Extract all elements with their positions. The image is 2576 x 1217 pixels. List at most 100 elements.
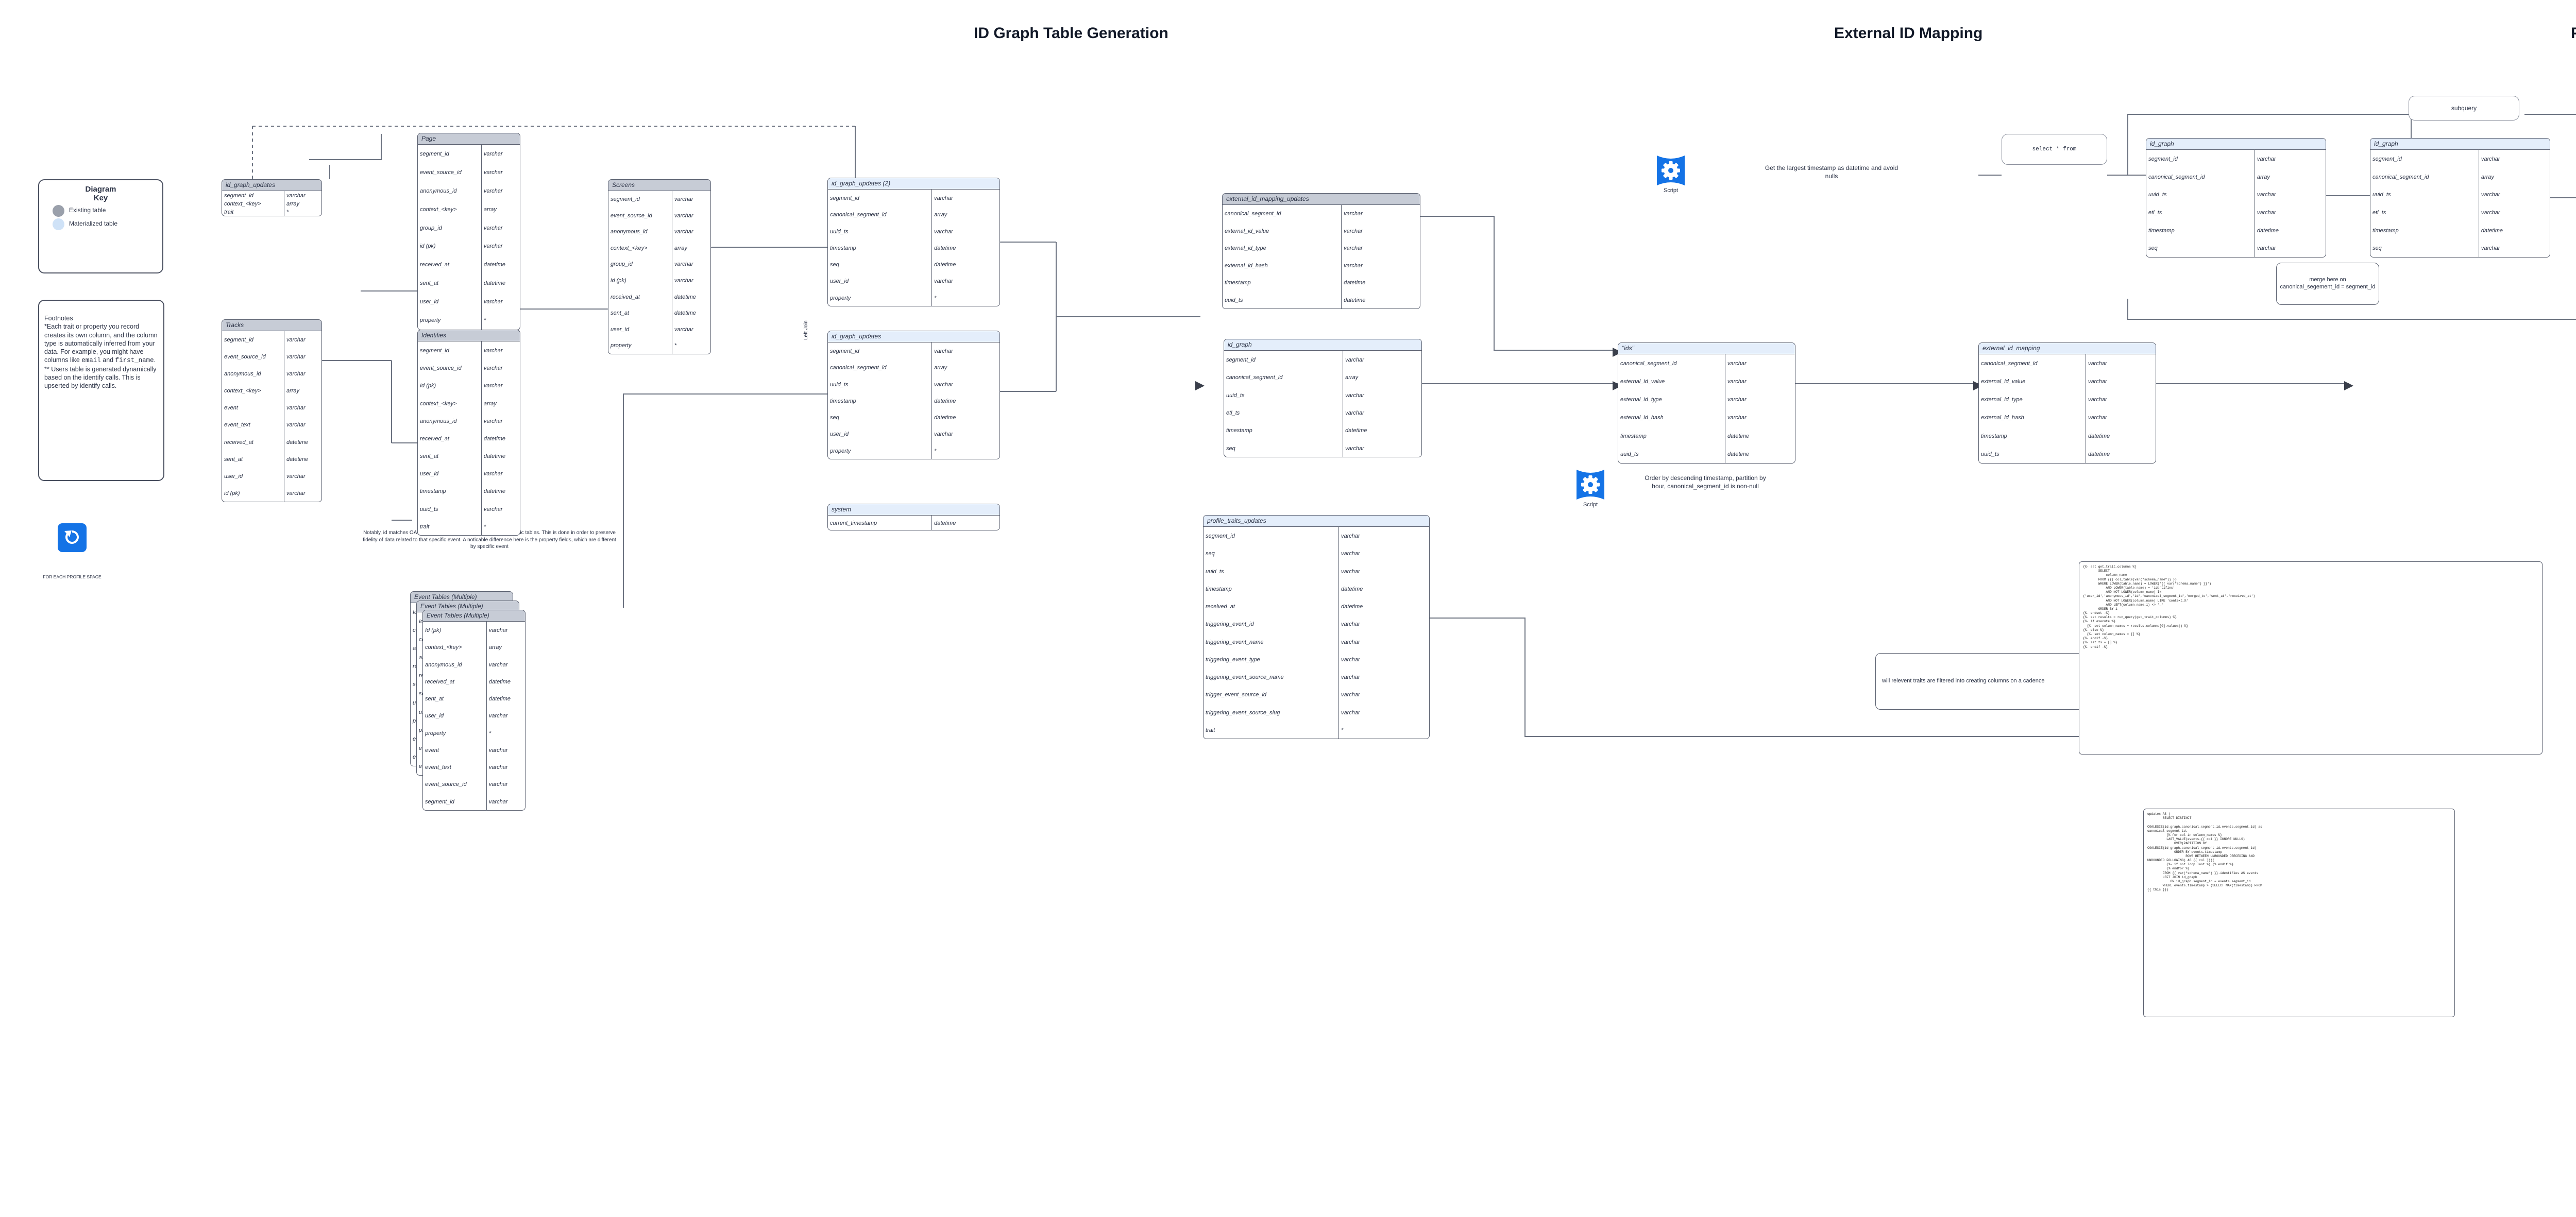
column-type: varchar bbox=[674, 277, 693, 284]
column-name: segment_id bbox=[2370, 150, 2479, 168]
column-name: event bbox=[423, 741, 487, 759]
profile-space-badge-label: FOR EACH PROFILE SPACE bbox=[43, 574, 101, 579]
column-type: datetime bbox=[2088, 433, 2110, 439]
column-name: segment_id bbox=[1224, 351, 1344, 369]
er-table-title: id_graph_updates bbox=[828, 331, 999, 342]
er-table-row: property* bbox=[418, 311, 520, 330]
column-name: sent_at bbox=[608, 305, 672, 321]
column-type: array bbox=[488, 644, 502, 651]
column-name: property bbox=[828, 289, 933, 306]
column-name: context_<key> bbox=[222, 199, 284, 208]
column-name: sent_at bbox=[222, 450, 284, 468]
column-name: uuid_ts bbox=[828, 375, 933, 392]
column-type: varchar bbox=[934, 381, 953, 388]
column-name: user_id bbox=[828, 272, 933, 289]
er-table-title: Identifies bbox=[418, 330, 520, 341]
footnotes-card: Footnotes *Each trait or property you re… bbox=[38, 300, 164, 481]
column-name: anonymous_id bbox=[423, 656, 487, 673]
refresh-cycle-icon bbox=[58, 523, 87, 552]
column-name: seq bbox=[2370, 239, 2479, 257]
column-name: event_source_id bbox=[418, 359, 482, 377]
er-table-title: external_id_mapping_updates bbox=[1223, 194, 1420, 205]
er-table-title: Screens bbox=[608, 180, 710, 191]
er-table-row: Id (pk)varchar bbox=[423, 622, 525, 639]
key-item-materialized-table: Materialized table bbox=[53, 218, 162, 230]
column-type: varchar bbox=[286, 193, 306, 199]
column-name: received_at bbox=[608, 288, 672, 305]
section-title-profile-traits: Profile Traits bbox=[2571, 25, 2576, 42]
column-name: sent_at bbox=[418, 274, 482, 293]
column-name: current_timestamp bbox=[828, 516, 933, 530]
script-note-2: Order by descending timestamp, partition… bbox=[1645, 474, 1766, 490]
column-name: canonical_segment_id bbox=[1223, 205, 1342, 222]
column-type: * bbox=[488, 730, 492, 736]
column-type: varchar bbox=[1341, 551, 1360, 557]
column-type: varchar bbox=[1341, 533, 1360, 539]
column-name: external_id_type bbox=[1618, 390, 1725, 409]
er-table-title: id_graph bbox=[2370, 139, 2550, 150]
er-table-row: id (pk)varchar bbox=[608, 272, 710, 289]
column-type: datetime bbox=[934, 415, 956, 421]
column-type: varchar bbox=[483, 383, 503, 389]
column-name: anonymous_id bbox=[608, 224, 672, 240]
column-name: external_id_hash bbox=[1618, 408, 1725, 427]
column-type: datetime bbox=[483, 280, 506, 287]
column-name: canonical_segment_id bbox=[1979, 354, 2086, 373]
column-name: segment_id bbox=[222, 191, 284, 199]
column-type: varchar bbox=[286, 422, 306, 428]
column-name: seq bbox=[828, 409, 933, 426]
er-table-title: Page bbox=[418, 133, 520, 145]
merge-here-note: merge here on canonical_segement_id = se… bbox=[2276, 263, 2379, 305]
code-block-updates-sql[interactable]: updates AS ( SELECT DISTINCT COALESCE(id… bbox=[2143, 809, 2455, 1017]
column-type: datetime bbox=[483, 453, 506, 460]
code-block-jinja-traits[interactable]: {%- set get_trait_columns %} SELECT colu… bbox=[2079, 561, 2543, 755]
column-name: event_source_id bbox=[418, 163, 482, 182]
column-type: varchar bbox=[483, 243, 503, 250]
column-type: varchar bbox=[483, 348, 503, 354]
er-table-title: Event Tables (Multiple) bbox=[417, 601, 519, 612]
column-type: datetime bbox=[934, 520, 956, 526]
column-name: Id (pk) bbox=[418, 376, 482, 395]
column-type: varchar bbox=[2257, 156, 2276, 162]
column-name: triggering_event_type bbox=[1204, 650, 1340, 668]
column-name: seq bbox=[1224, 439, 1344, 457]
column-name: event_text bbox=[423, 759, 487, 776]
